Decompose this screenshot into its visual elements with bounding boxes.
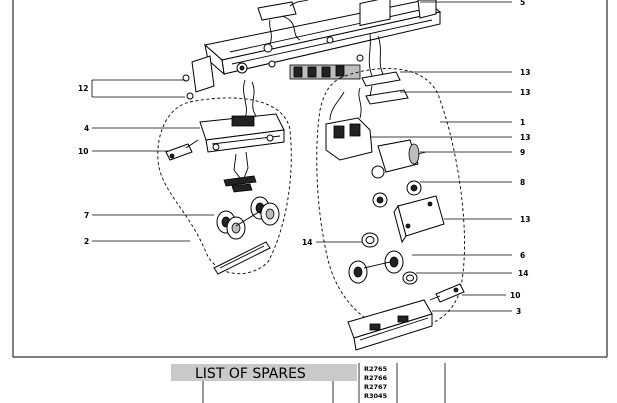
callout-4: 4	[84, 124, 89, 133]
callout-7: 7	[84, 211, 89, 220]
leader-lines	[91, 1, 512, 312]
spare-code: R2766	[364, 374, 388, 382]
callout-14-left: 14	[302, 238, 312, 247]
callout-13-d: 13	[520, 215, 530, 224]
callout-3: 3	[516, 307, 521, 316]
callout-5: 5	[520, 0, 525, 7]
right-bogie-motor-drawing	[316, 68, 465, 351]
callout-10-left: 10	[78, 147, 88, 156]
left-bogie-drawing	[157, 97, 292, 275]
callout-6: 6	[520, 251, 525, 260]
callout-1: 1	[520, 118, 525, 127]
spare-code: R2767	[364, 383, 387, 391]
callout-13-b: 13	[520, 88, 530, 97]
callout-10-right: 10	[510, 291, 520, 300]
callout-12: 12	[78, 84, 88, 93]
callout-14-right: 14	[518, 269, 528, 278]
callout-13-c: 13	[520, 133, 530, 142]
callout-8: 8	[520, 178, 525, 187]
spares-title-bar	[171, 364, 357, 381]
chassis-frame-drawing	[182, 0, 442, 119]
diagram-frame	[12, 0, 608, 358]
spares-title: LIST OF SPARES	[195, 366, 306, 382]
spares-list: LIST OF SPARES R2765 R2766 R2767 R3045	[171, 363, 446, 403]
callout-2: 2	[84, 237, 89, 246]
callout-labels: 5 12 4 10 7 2 13 13 1 13 9 8 13 14 6 14 …	[78, 0, 530, 316]
callout-9: 9	[520, 148, 525, 157]
callout-13-a: 13	[520, 68, 530, 77]
spare-code: R3045	[364, 392, 388, 400]
spare-code: R2765	[364, 365, 388, 373]
